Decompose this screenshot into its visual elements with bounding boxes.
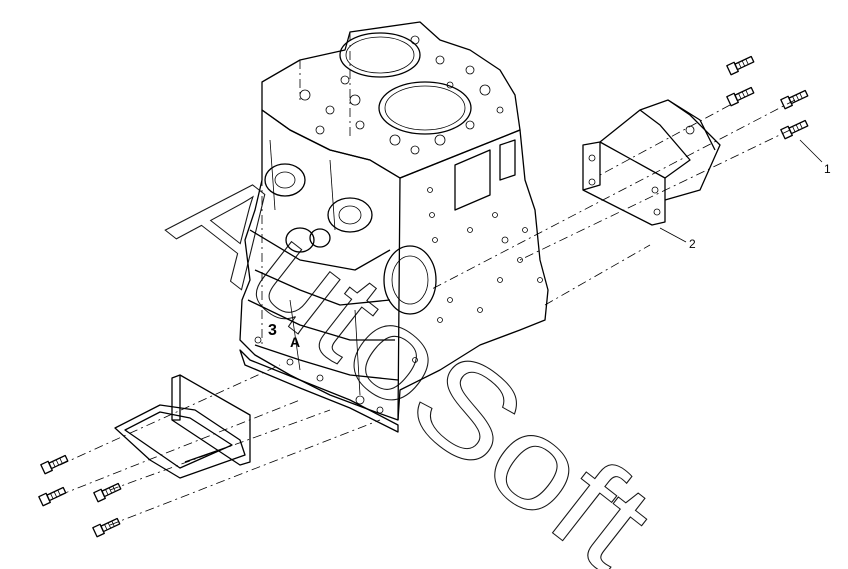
- watermark-text: AutoSoft: [148, 137, 679, 569]
- block-mark-a: A: [290, 334, 300, 350]
- bolt-icon: [726, 55, 755, 76]
- leader-line-2: [659, 227, 687, 243]
- bolts: [38, 55, 809, 538]
- deck-bolt-holes: [299, 35, 504, 155]
- block-top-deck: [261, 21, 521, 179]
- side-face-holes: [412, 187, 543, 363]
- block-front-face: [239, 109, 401, 421]
- callout-2: 2: [689, 237, 696, 251]
- engine-block: 3 A: [239, 21, 549, 433]
- bracket-right-gusset: [599, 99, 721, 201]
- front-face-details: [247, 139, 399, 414]
- bolt-icon: [780, 89, 809, 110]
- bolt-icon: [92, 517, 121, 538]
- callout-1: 1: [824, 162, 831, 176]
- cylinder-bore-rear: [339, 32, 421, 78]
- leader-lines: [659, 139, 823, 243]
- block-bottom-flange: [239, 349, 399, 433]
- bracket-right-plate: [582, 141, 666, 226]
- crank-boss: [383, 245, 437, 315]
- cylinder-bore-front: [378, 81, 472, 135]
- leader-line-1: [799, 139, 823, 163]
- side-window-1: [454, 149, 491, 211]
- assembly-center-lines: [59, 99, 796, 526]
- side-window-2: [499, 139, 516, 181]
- bolt-icon: [38, 486, 67, 507]
- block-side-face: [397, 129, 549, 421]
- bolt-icon: [780, 119, 809, 140]
- watermark: AutoSoft: [147, 137, 679, 569]
- block-mark-3: 3: [268, 322, 277, 339]
- bolt-icon: [40, 454, 69, 475]
- bracket-left-cradle: [114, 404, 246, 479]
- engine-mount-bracket-right: [582, 99, 721, 226]
- bolt-icon: [93, 482, 122, 503]
- engine-mount-bracket-left: [114, 374, 251, 479]
- bolt-icon: [726, 86, 755, 107]
